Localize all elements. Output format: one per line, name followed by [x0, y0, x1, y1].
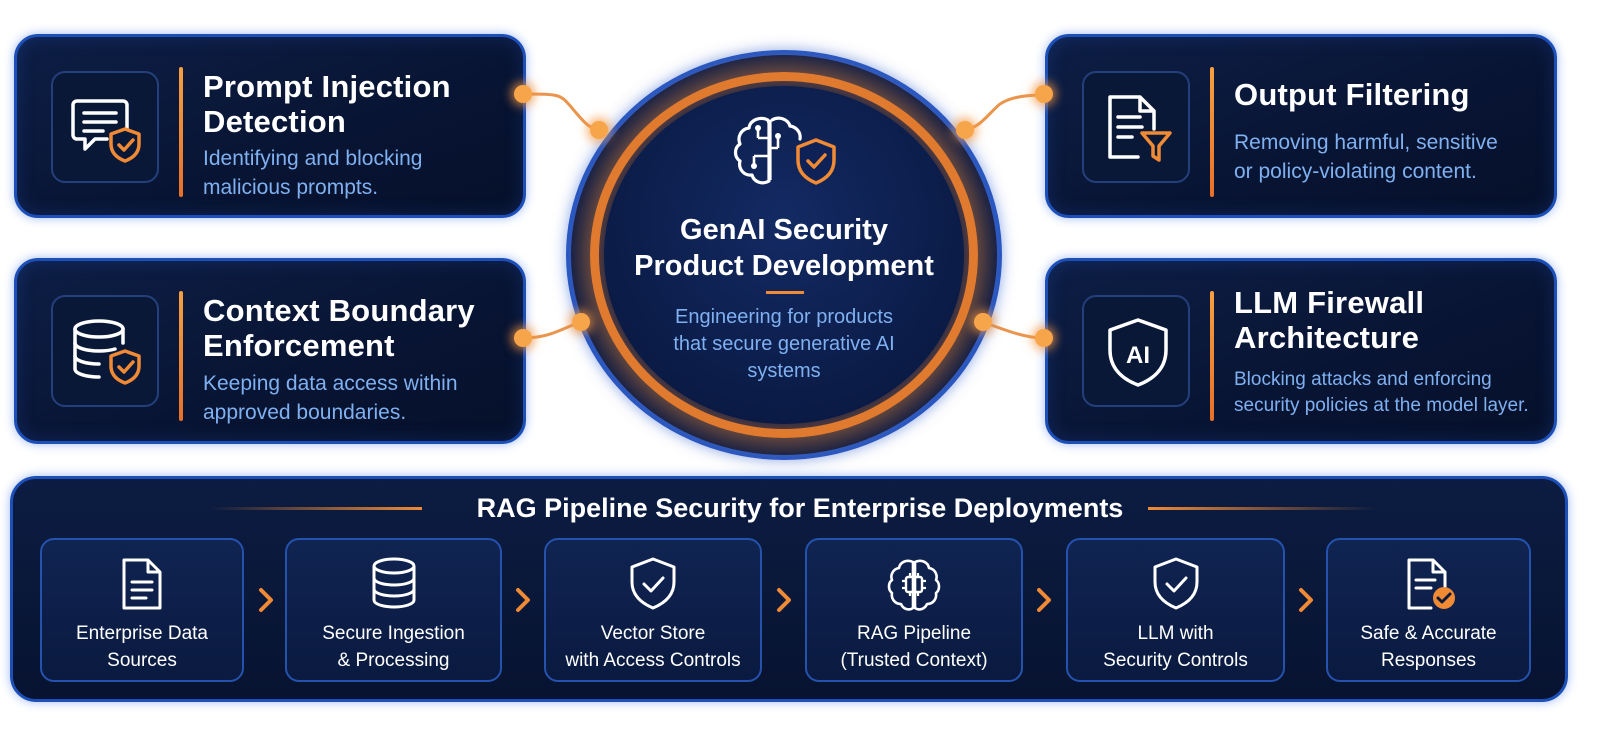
card-divider	[1210, 67, 1214, 197]
firewall-card-title: LLM Firewall Architecture	[1234, 285, 1425, 355]
connector-dot	[974, 313, 992, 331]
output-filtering-card: Output Filtering Removing harmful, sensi…	[1045, 34, 1557, 218]
connector-dot	[514, 85, 532, 103]
brain-chip-icon	[887, 559, 941, 611]
connector-dot	[590, 121, 608, 139]
step-label: Safe & Accurate Responses	[1360, 623, 1497, 671]
pipeline-title-line-right	[1148, 507, 1378, 510]
output-card-title: Output Filtering	[1234, 77, 1470, 112]
hub-divider	[766, 291, 804, 294]
pipeline-step-rag-pipeline: RAG Pipeline (Trusted Context)	[805, 538, 1023, 682]
context-boundary-card: Context Boundary Enforcement Keeping dat…	[14, 258, 526, 444]
card-divider	[1210, 291, 1214, 421]
chevron-right-icon	[516, 588, 530, 612]
card-divider	[179, 67, 183, 197]
hub-description: Engineering for products that secure gen…	[673, 306, 895, 382]
step-label: Enterprise Data Sources	[75, 623, 208, 671]
chevron-right-icon	[1299, 588, 1313, 612]
pipeline-title-line-left	[210, 507, 422, 510]
hub-inner-circle	[604, 86, 964, 424]
database-icon	[372, 557, 415, 609]
firewall-card-description: Blocking attacks and enforcing security …	[1234, 369, 1529, 416]
brain-shield-icon	[733, 116, 836, 185]
connector-dot	[956, 121, 974, 139]
pipeline-title: RAG Pipeline Security for Enterprise Dep…	[476, 493, 1124, 523]
shield-check-icon	[1153, 557, 1198, 610]
pipeline-step-safe-responses: Safe & Accurate Responses	[1326, 538, 1531, 682]
step-label: RAG Pipeline (Trusted Context)	[840, 623, 988, 671]
shield-check-icon	[630, 557, 676, 610]
chevron-right-icon	[1037, 588, 1051, 612]
pipeline-step-llm-controls: LLM with Security Controls	[1066, 538, 1285, 682]
document-filter-icon	[1108, 95, 1172, 162]
document-icon	[122, 558, 162, 610]
connector-dot	[1035, 85, 1053, 103]
llm-firewall-card: AI LLM Firewall Architecture Blocking at…	[1045, 258, 1557, 444]
connector-dot	[514, 329, 532, 347]
pipeline-step-enterprise-data: Enterprise Data Sources	[40, 538, 244, 682]
prompt-injection-card: Prompt Injection Detection Identifying a…	[14, 34, 526, 218]
step-label: Secure Ingestion & Processing	[322, 623, 465, 671]
ai-shield-icon: AI	[1108, 318, 1168, 387]
firewall-icon-box: AI	[1082, 295, 1190, 407]
document-check-icon	[1407, 558, 1455, 610]
output-icon-box	[1082, 71, 1190, 183]
context-card-title: Context Boundary Enforcement	[203, 293, 475, 363]
ai-icon-text: AI	[1126, 342, 1150, 369]
context-icon-box	[51, 295, 159, 407]
context-card-description: Keeping data access within approved boun…	[203, 372, 458, 424]
connector-dot	[1035, 329, 1053, 347]
database-shield-icon	[73, 319, 141, 385]
rag-pipeline-panel	[10, 476, 1568, 702]
step-label: Vector Store with Access Controls	[565, 623, 741, 671]
chevron-right-icon	[777, 588, 791, 612]
pipeline-step-secure-ingestion: Secure Ingestion & Processing	[285, 538, 502, 682]
prompt-card-title: Prompt Injection Detection	[203, 69, 451, 139]
step-label: LLM with Security Controls	[1103, 623, 1248, 671]
hub-glow-ring	[590, 72, 978, 438]
pipeline-step-vector-store: Vector Store with Access Controls	[544, 538, 762, 682]
card-divider	[179, 291, 183, 421]
prompt-icon-box	[51, 71, 159, 183]
connector-dot	[572, 313, 590, 331]
chat-shield-icon	[71, 99, 141, 163]
prompt-card-description: Identifying and blocking malicious promp…	[203, 147, 423, 199]
output-card-description: Removing harmful, sensitive or policy-vi…	[1234, 131, 1498, 183]
chevron-right-icon	[259, 588, 273, 612]
hub-title: GenAI Security Product Development	[634, 214, 934, 282]
